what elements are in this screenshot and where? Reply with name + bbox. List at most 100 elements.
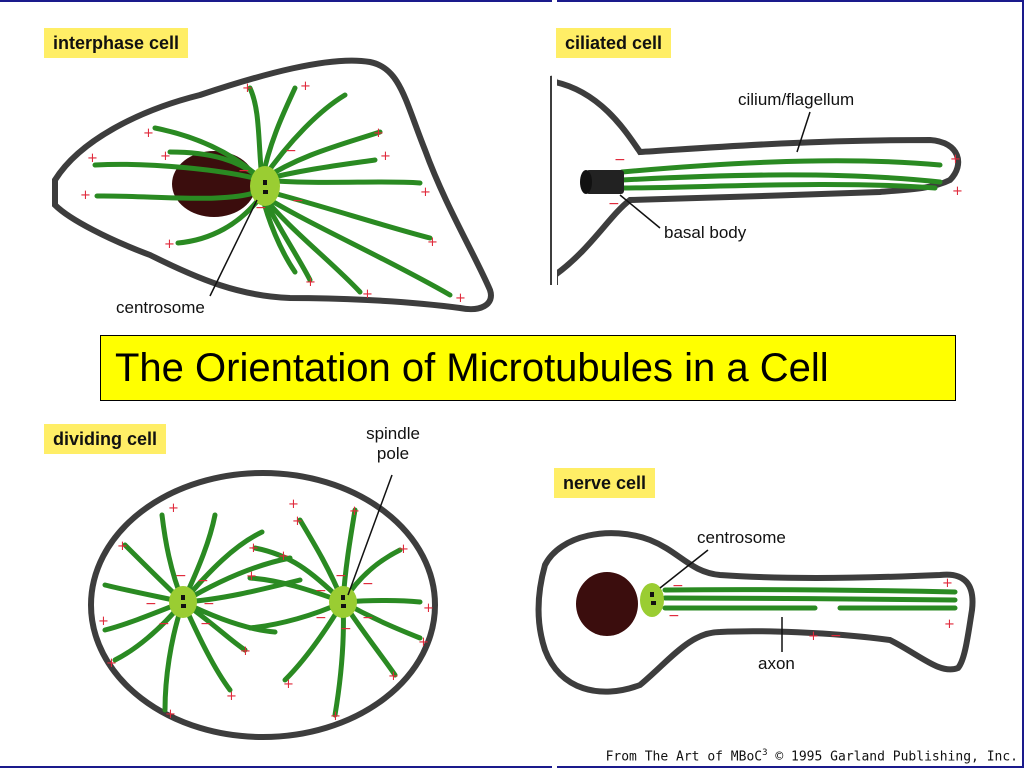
right-spindle-pole [329,586,357,618]
spindle-label-line2: pole [376,444,410,463]
svg-text:−: − [614,152,626,168]
frame-top-border [0,0,1024,2]
left-spindle-pole [169,586,197,618]
svg-text:−: − [203,596,215,612]
nerve-polarity-marks: − − + + + − [668,576,955,644]
cilium-flagellum-label: cilium/flagellum [738,90,855,109]
svg-text:+: + [164,237,175,252]
svg-text:−: − [608,196,620,212]
svg-text:+: + [362,287,373,302]
interphase-nucleus [172,151,256,217]
svg-text:−: − [362,610,374,626]
nerve-cell-diagram: − − + + + − [535,530,976,695]
nerve-nucleus [576,572,638,636]
spindle-pole-leader-line [347,474,393,596]
centrosome-leader-line [209,199,258,297]
basal-body [586,170,624,194]
svg-text:+: + [248,541,259,556]
svg-text:+: + [165,707,176,722]
svg-text:−: − [255,200,267,216]
svg-text:−: − [668,608,680,624]
svg-text:+: + [143,126,154,141]
dividing-cell-tag: dividing cell [44,424,167,454]
nerve-cell-membrane [535,530,976,695]
ciliated-cell-membrane [550,75,962,285]
svg-text:−: − [158,616,170,632]
svg-text:−: − [292,193,304,209]
svg-text:−: − [197,573,209,589]
cilium-microtubules [619,158,943,191]
frame-bottom-border [0,766,1024,768]
svg-text:+: + [455,291,466,306]
svg-text:+: + [330,709,341,724]
svg-text:+: + [944,617,955,632]
svg-text:+: + [398,542,409,557]
svg-text:+: + [942,576,953,591]
svg-text:−: − [315,583,327,599]
basal-body-label: basal body [664,223,747,242]
nerve-centrosome [640,583,664,617]
svg-text:−: − [238,163,250,179]
axon-microtubules [662,587,958,611]
svg-text:+: + [278,549,289,564]
dividing-polarity-marks: + + + + + + + + + + + + + + + + + + + − [98,497,434,724]
svg-text:+: + [98,614,109,629]
svg-text:+: + [380,149,391,164]
svg-text:−: − [340,621,352,637]
svg-text:+: + [240,644,251,659]
svg-text:−: − [175,568,187,584]
svg-text:−: − [335,568,347,584]
copyright-credit: From The Art of MBoC3 © 1995 Garland Pub… [606,748,1018,764]
svg-text:+: + [808,629,819,644]
interphase-centrosome-label: centrosome [116,298,205,317]
svg-text:−: − [315,610,327,626]
svg-text:−: − [200,616,212,632]
svg-text:−: − [145,596,157,612]
svg-text:+: + [246,569,257,584]
svg-text:+: + [283,677,294,692]
svg-text:+: + [106,656,117,671]
nerve-centrosome-label: centrosome [697,528,786,547]
svg-text:+: + [952,184,963,199]
svg-text:+: + [242,81,253,96]
interphase-centrosome [250,166,280,206]
credit-superscript: 3 [762,747,768,758]
svg-text:+: + [117,539,128,554]
spindle-pole-label: spindle pole [352,424,434,464]
svg-text:+: + [420,185,431,200]
interphase-polarity-marks: + + + + + + + + + + + + + + − − − − [80,79,466,306]
interphase-cell-diagram: + + + + + + + + + + + + + + − − − − [52,57,494,312]
svg-text:+: + [388,669,399,684]
svg-text:−: − [285,143,297,159]
slide-title: The Orientation of Microtubules in a Cel… [115,346,829,390]
svg-text:+: + [226,689,237,704]
nerve-cell-tag: nerve cell [554,468,656,498]
axon-label: axon [758,654,795,673]
svg-text:+: + [427,235,438,250]
svg-text:+: + [300,79,311,94]
svg-text:+: + [168,501,179,516]
cilium-leader-line [796,111,811,153]
svg-text:+: + [292,514,303,529]
credit-suffix: © 1995 Garland Publishing, Inc. [767,749,1018,764]
svg-text:+: + [418,635,429,650]
interphase-cell-tag: interphase cell [44,28,189,58]
svg-text:+: + [87,151,98,166]
svg-text:+: + [288,497,299,512]
dividing-cell-membrane [88,470,438,740]
svg-text:+: + [950,152,961,167]
svg-text:+: + [160,149,171,164]
nerve-centrosome-leader-line [659,549,709,589]
svg-text:+: + [80,188,91,203]
svg-text:+: + [373,126,384,141]
spindle-label-line1: spindle [366,424,420,443]
title-box: The Orientation of Microtubules in a Cel… [100,335,956,401]
svg-text:−: − [362,576,374,592]
credit-prefix: From The Art of MBoC [605,749,763,764]
svg-text:+: + [349,504,360,519]
svg-text:+: + [305,275,316,290]
svg-text:−: − [830,628,842,644]
frame-right-border [1022,0,1024,768]
svg-text:+: + [423,601,434,616]
